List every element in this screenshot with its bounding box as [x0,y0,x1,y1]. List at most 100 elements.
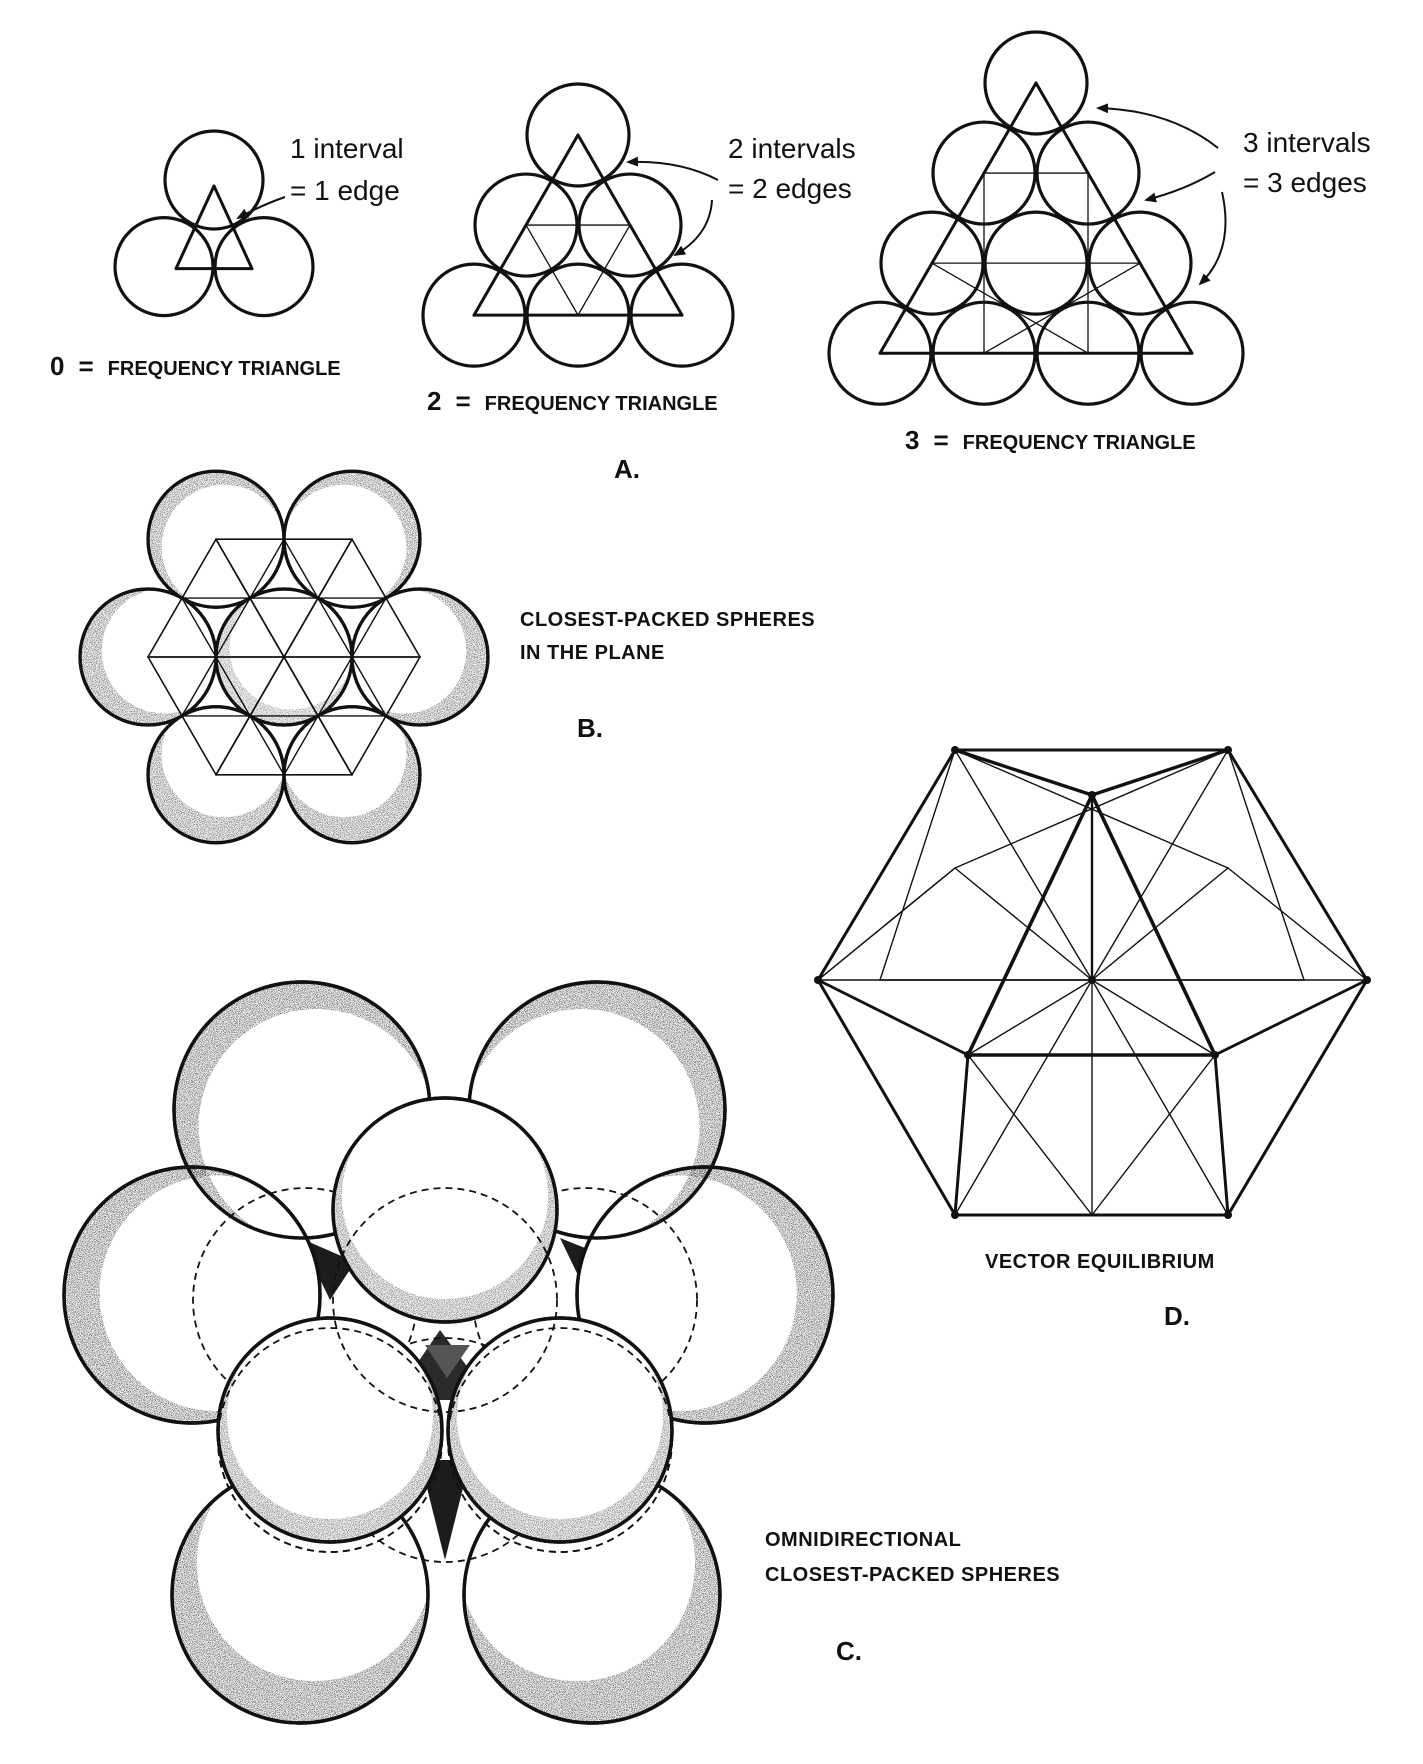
inner-grid-line [283,715,319,776]
ve-outer-edge [816,748,957,982]
panel-a-label: A. [614,454,640,484]
ve-bold-edge [966,793,1094,1057]
caption-0-frequency: 0=FREQUENCY TRIANGLE [50,351,341,381]
triangle-1-frequency [113,129,315,318]
ve-bold-edge [1090,748,1230,797]
caption-3-frequency: 3=FREQUENCY TRIANGLE [905,425,1196,455]
callout-2-line-1: 2 intervals [728,133,856,164]
shade-area [333,1098,557,1322]
ve-vertex [1211,1051,1219,1059]
inner-grid-line [181,597,217,658]
inner-grid-line [351,597,387,658]
back-sphere-outline [62,1165,322,1425]
ve-inner-line [817,867,956,981]
inner-grid-line [283,538,319,599]
triangle-edge [576,133,684,317]
ve-inner-line [1227,749,1305,981]
callout-3-line-2: = 3 edges [1243,167,1367,198]
ve-bold-edge [816,978,970,1057]
callout-1-line-2: = 1 edge [290,175,400,206]
panel-d-caption: VECTOR EQUILIBRIUM [985,1251,1215,1273]
sphere-circle [213,216,315,318]
ve-outer-edge [1226,978,1369,1217]
triangle-edge [878,81,1038,355]
inner-grid-line [181,656,217,717]
panel-c-caption-line-1: OMNIDIRECTIONAL [765,1529,961,1551]
hex-diagonal [215,538,353,776]
ve-vertex [1088,791,1096,799]
sphere-circle [113,216,215,318]
panel-b-label: B. [577,713,603,743]
ve-radial-line [954,749,1093,981]
triangle-2-frequency [421,82,735,368]
panel-a: 1 interval = 1 edge 2 intervals = 2 edge… [50,30,1371,484]
panel-d: VECTOR EQUILIBRIUM D. [814,746,1371,1331]
triangle-edge [174,184,216,271]
back-sphere-outline [575,1165,835,1425]
inner-grid-line [317,656,353,717]
callout-arrow-3c [1198,191,1227,286]
inner-grid-line [317,597,353,658]
ve-inner-line [967,979,1093,1056]
center-interstice [425,1345,470,1378]
inner-grid-line [351,656,387,717]
callout-2-line-2: = 2 edges [728,173,852,204]
ve-inner-line [1091,867,1229,981]
panel-c-caption-line-2: CLOSEST-PACKED SPHERES [765,1564,1060,1586]
triangle-edge [1034,81,1194,355]
ve-outer-edge [1226,748,1369,982]
hidden-sphere-dashed [332,1187,558,1413]
ve-bold-edge [1213,978,1369,1057]
grid-line [525,224,579,316]
ve-inner-line [1091,1054,1216,1216]
callout-1-line-1: 1 interval [290,133,404,164]
ve-radial-line [1091,749,1229,981]
ve-inner-line [1227,867,1368,981]
ve-vertex [814,976,822,984]
triangle-edge [212,184,254,271]
ve-bold-edge [1090,793,1217,1057]
grid-line [577,224,631,316]
callout-3-line-1: 3 intervals [1243,127,1371,158]
triangle-3-frequency [827,30,1245,406]
ve-radial-line [954,979,1093,1216]
ve-bold-edge [953,1053,970,1217]
callout-arrow-3a [1096,103,1219,149]
panel-d-label: D. [1164,1301,1190,1331]
ve-vertex [1363,976,1371,984]
panel-c: OMNIDIRECTIONAL CLOSEST-PACKED SPHERES C… [62,980,1060,1725]
ve-inner-line [954,867,1093,981]
vector-equilibrium-figure [814,746,1371,1219]
shade-dots [333,1098,557,1322]
grid-line [983,262,1141,354]
ve-vertex [1088,976,1096,984]
ve-vertex [1224,746,1232,754]
callout-arrow-2b [673,199,713,256]
ve-vertex [951,746,959,754]
ve-inner-line [967,1054,1093,1216]
ve-radial-line [1091,979,1229,1216]
ve-bold-edge [1213,1053,1230,1217]
stipple-shade [333,1098,557,1322]
ve-inner-line [1091,979,1216,1056]
hidden-sphere-dashed [217,1327,443,1553]
panel-c-label: C. [836,1636,862,1666]
callout-arrow-1 [236,196,286,219]
ve-vertex [951,1211,959,1219]
ve-outer-edge [816,978,957,1217]
inner-grid-line [215,656,251,717]
sphere-circle [163,129,265,231]
ve-vertex [964,1051,972,1059]
panel-b: CLOSEST-PACKED SPHERES IN THE PLANE B. [78,469,815,845]
callout-arrow-2a [626,156,719,181]
grid-line [931,262,1089,354]
callout-arrow-3b [1144,171,1216,203]
ve-vertex [1224,1211,1232,1219]
triangle-edge [472,133,580,317]
hidden-sphere-dashed [447,1327,673,1553]
caption-2-frequency: 2=FREQUENCY TRIANGLE [427,386,718,416]
inner-grid-line [249,715,285,776]
inner-grid-line [215,597,251,658]
inner-grid-line [249,538,285,599]
